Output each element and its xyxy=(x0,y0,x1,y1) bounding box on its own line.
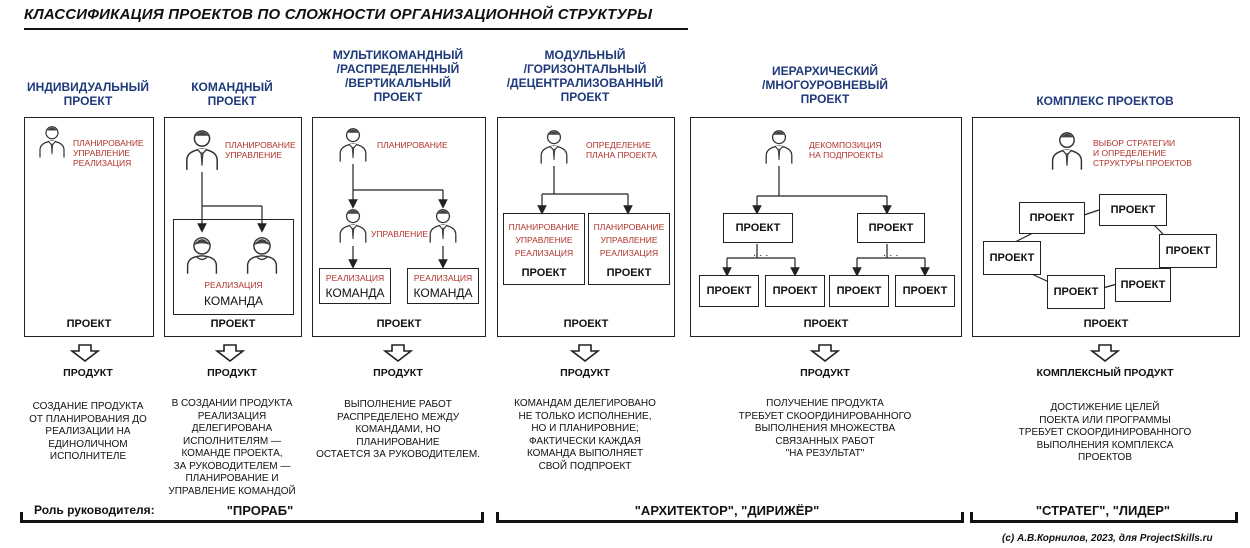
team-connectors xyxy=(197,172,267,233)
panel-multiteam: ПЛАНИРОВАНИЕ УПРАВЛЕНИЕ РЕАЛИЗАЦИЯ КОМАН… xyxy=(312,117,486,337)
manager-person-icon xyxy=(37,124,67,158)
product-label: ПРОДУКТ xyxy=(373,367,423,379)
role-caption: Роль руководителя: xyxy=(30,503,159,517)
product-label: ПРОДУКТ xyxy=(63,367,113,379)
project-box: ПРОЕКТ xyxy=(983,241,1041,275)
role-strategist: "СТРАТЕГ", "ЛИДЕР" xyxy=(1024,503,1182,518)
subproject-box: ПРОЕКТ xyxy=(699,275,759,307)
diagram-title: КЛАССИФИКАЦИЯ ПРОЕКТОВ ПО СЛОЖНОСТИ ОРГА… xyxy=(24,6,653,23)
down-arrow-icon xyxy=(570,344,600,362)
project-label: ПРОЕКТ xyxy=(210,318,256,330)
down-arrow-icon xyxy=(810,344,840,362)
project-box: ПРОЕКТ xyxy=(1159,234,1217,268)
hierarchy-connectors xyxy=(722,166,930,277)
role-bracket-architect xyxy=(496,512,964,523)
subproject-box: ПРОЕКТ xyxy=(857,213,925,243)
role-text-planning: ПЛАНИРОВАНИЕ xyxy=(377,140,448,150)
project-box: ПРОЕКТ xyxy=(1099,194,1167,226)
project-box: ПРОЕКТ xyxy=(1115,268,1171,302)
subproject-box: ПРОЕКТ xyxy=(765,275,825,307)
role-bracket-foreman xyxy=(20,512,484,523)
column-heading-modular: МОДУЛЬНЫЙ/ГОРИЗОНТАЛЬНЫЙ/ДЕЦЕНТРАЛИЗОВАН… xyxy=(506,48,664,104)
team-role-text: РЕАЛИЗАЦИЯ xyxy=(204,280,263,290)
product-label: ПРОДУКТ xyxy=(560,367,610,379)
project-box: ПРОЕКТ xyxy=(1019,202,1085,234)
project-label: ПРОЕКТ xyxy=(376,318,422,330)
complex-connectors xyxy=(1014,209,1170,289)
project-label: ПРОЕКТ xyxy=(1083,318,1129,330)
project-label: ПРОЕКТ xyxy=(66,318,112,330)
team-box: РЕАЛИЗАЦИЯ КОМАНДА xyxy=(319,268,391,304)
down-arrow-icon xyxy=(383,344,413,362)
role-text-management: УПРАВЛЕНИЕ xyxy=(371,229,429,239)
team-box: РЕАЛИЗАЦИЯ КОМАНДА xyxy=(173,219,294,315)
down-arrow-icon xyxy=(70,344,100,362)
multiteam-connectors xyxy=(348,164,448,269)
role-architect: "АРХИТЕКТОР", "ДИРИЖЁР" xyxy=(616,503,838,518)
subproject-box: ПРОЕКТ xyxy=(723,213,793,243)
ellipsis: · · · xyxy=(883,250,899,261)
title-underline xyxy=(24,28,688,30)
product-label: ПРОДУКТ xyxy=(800,367,850,379)
down-arrow-icon xyxy=(1090,344,1120,362)
subproject-box: ПРОЕКТ xyxy=(829,275,889,307)
product-label: КОМПЛЕКСНЫЙ ПРОДУКТ xyxy=(1036,367,1174,379)
project-label: ПРОЕКТ xyxy=(803,318,849,330)
copyright: (c) А.В.Корнилов, 2023, для ProjectSkill… xyxy=(1002,533,1213,544)
product-label: ПРОДУКТ xyxy=(207,367,257,379)
column-heading-complex: КОМПЛЕКС ПРОЕКТОВ xyxy=(1036,94,1174,108)
worker-person-icon xyxy=(244,234,280,274)
subproject-box: ПРОЕКТ xyxy=(895,275,955,307)
role-foreman: "ПРОРАБ" xyxy=(210,503,310,518)
project-label: ПРОЕКТ xyxy=(563,318,609,330)
team-box: РЕАЛИЗАЦИЯ КОМАНДА xyxy=(407,268,479,304)
manager-person-icon xyxy=(427,206,459,244)
role-bracket-strategist xyxy=(970,512,1238,523)
manager-person-icon xyxy=(337,206,369,244)
column-heading-multiteam: МУЛЬТИКОМАНДНЫЙ/РАСПРЕДЕЛЕННЫЙ/ВЕРТИКАЛЬ… xyxy=(332,48,464,104)
project-box: ПРОЕКТ xyxy=(1047,275,1105,309)
team-label: КОМАНДА xyxy=(204,294,263,308)
down-arrow-icon xyxy=(215,344,245,362)
worker-person-icon xyxy=(184,234,220,274)
modular-connectors xyxy=(537,166,633,215)
ellipsis: · · · xyxy=(753,250,769,261)
